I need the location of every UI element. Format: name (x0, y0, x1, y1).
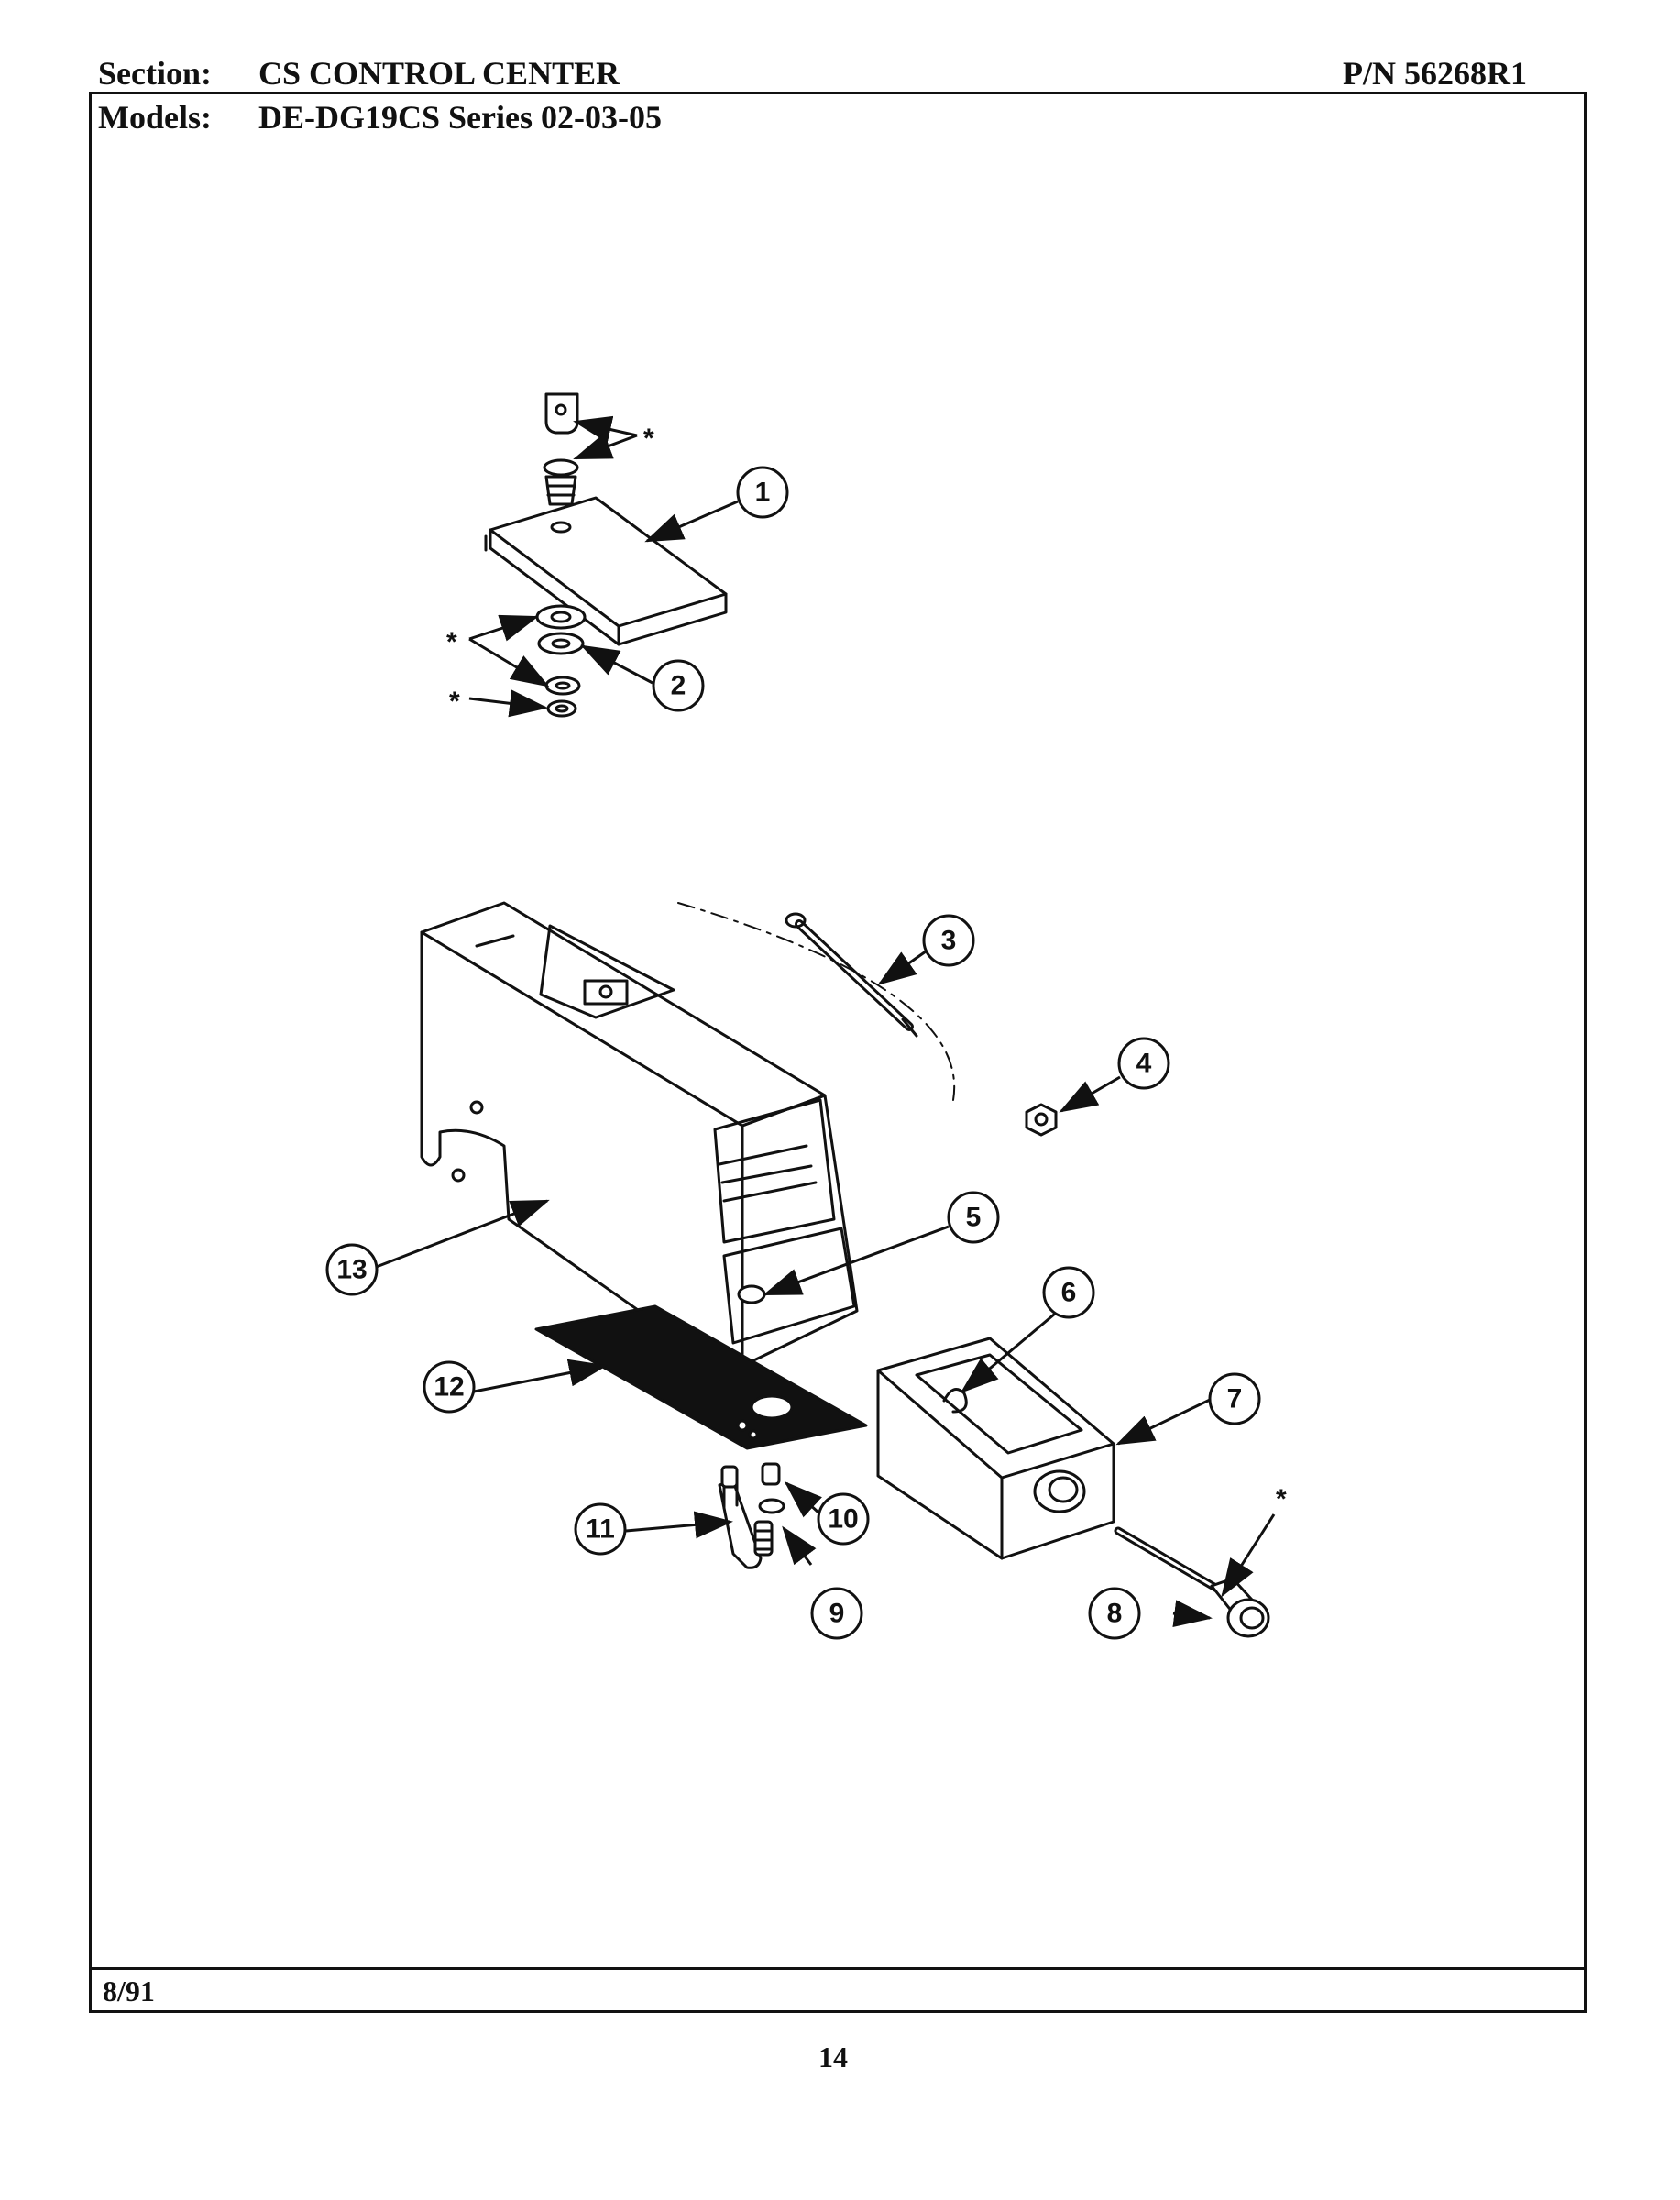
callout-1-label: 1 (755, 478, 771, 508)
callout-7-label: 7 (1227, 1384, 1243, 1414)
callout-12-label: 12 (434, 1372, 464, 1402)
page-frame (89, 92, 1587, 2013)
section-label: Section: (98, 55, 212, 92)
callout-2-label: 2 (671, 671, 686, 701)
callout-4-label: 4 (1136, 1049, 1152, 1079)
callout-10-label: 10 (828, 1504, 858, 1534)
callout-13-label: 13 (336, 1255, 367, 1285)
callout-6 (1042, 1266, 1095, 1319)
asterisk-washers: * (446, 627, 457, 657)
switch-box (876, 1336, 1115, 1560)
callout-2 (652, 659, 705, 712)
asterisk-nut: * (449, 687, 460, 717)
callout-9 (810, 1587, 863, 1640)
callout-11 (574, 1502, 627, 1556)
retainer-clip (942, 1388, 968, 1414)
callout-12 (423, 1360, 476, 1414)
callout-8-label: 8 (1107, 1599, 1123, 1629)
page-number: 14 (818, 2040, 848, 2074)
models-label: Models: (98, 99, 212, 136)
control-center-housing (420, 901, 859, 1372)
mounting-hardware (535, 604, 587, 718)
gasket-plate (534, 1304, 868, 1450)
callout-6-label: 6 (1061, 1278, 1077, 1308)
callout-10 (817, 1492, 870, 1546)
callout-5-label: 5 (966, 1203, 982, 1233)
footer-divider (89, 1967, 1587, 1970)
revision-date: 8/91 (103, 1974, 155, 2008)
inner-nut (737, 1284, 766, 1304)
asterisk-socket: * (643, 424, 654, 454)
screw-pair (753, 1462, 785, 1556)
callout-1 (736, 466, 789, 519)
callout-3-label: 3 (941, 926, 957, 956)
callout-4 (1117, 1037, 1170, 1090)
hex-nut (1025, 1103, 1058, 1137)
callout-7 (1208, 1372, 1261, 1425)
section-title: CS CONTROL CENTER (258, 55, 620, 92)
callout-5 (947, 1191, 1000, 1244)
control-rod (785, 912, 918, 1038)
top-cover-plate (484, 392, 728, 646)
callout-8 (1088, 1587, 1141, 1640)
callout-11-label: 11 (586, 1514, 615, 1545)
asterisk-shaft: * (1276, 1484, 1287, 1514)
models-value: DE-DG19CS Series 02-03-05 (258, 99, 662, 136)
knob-shaft (1114, 1526, 1270, 1638)
callout-9-label: 9 (829, 1599, 845, 1629)
part-number: P/N 56268R1 (1343, 55, 1527, 92)
bracket-clip (718, 1465, 763, 1569)
callout-13 (325, 1243, 379, 1296)
callout-3 (922, 914, 975, 967)
